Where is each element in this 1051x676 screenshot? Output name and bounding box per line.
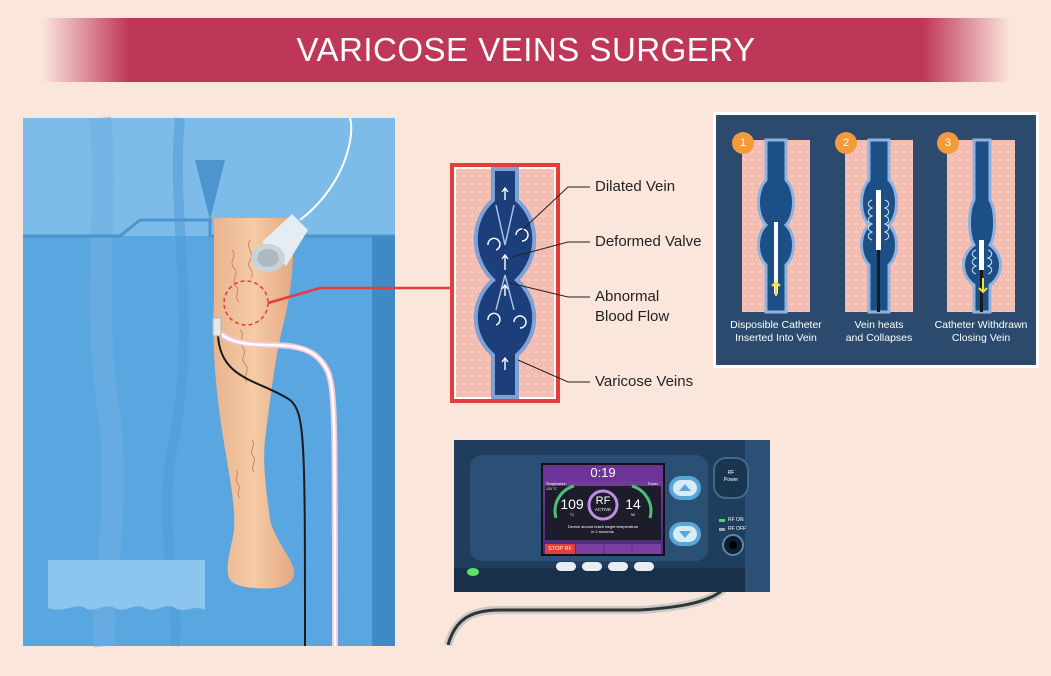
step-2-caption: Vein heats and Collapses [845,319,913,344]
leg [213,218,295,589]
power-label: Power [648,482,658,486]
rf-on-label: RF ON [728,517,744,523]
step-2-badge: 2 [835,132,857,154]
title-banner: VARICOSE VEINS SURGERY [42,18,1010,82]
temperature-unit: °C [569,512,575,517]
device-timer: 0:19 [590,465,616,480]
vein-zoom [450,163,590,403]
procedure-panel [713,112,1039,368]
device-message-1: Device should reach target temperature [567,524,639,529]
rf-power-label-1: RF [727,470,735,476]
step-3-badge: 3 [937,132,959,154]
label-dilated-vein: Dilated Vein [595,178,676,195]
ultrasound-probe [251,214,308,272]
rf-status: ACTIVE [594,507,612,512]
label-abnormal-flow-1: Abnormal [595,288,660,305]
page-title: VARICOSE VEINS SURGERY [296,31,756,68]
rf-power-label-2: Power [723,477,739,483]
arrow-down-icon [679,531,691,538]
device-message-2: in 2 seconds. [591,529,615,534]
dilated-vein-shape [473,167,537,399]
step-3-caption: Catheter Withdrawn Closing Vein [934,319,1028,344]
step-1-badge: 1 [732,132,754,154]
temperature-value: 109 [560,496,584,512]
power-unit: W [631,512,635,517]
step-1-caption: Disposible Catheter Inserted Into Vein [730,319,822,344]
label-varicose-veins: Varicose Veins [595,373,694,390]
temperature-label: Temperature [546,482,566,486]
arrow-up-icon [679,484,691,491]
rf-generator [444,440,770,647]
label-deformed-valve: Deformed Valve [595,233,702,250]
stop-rf-button[interactable]: STOP RF [548,546,572,552]
label-abnormal-flow-2: Blood Flow [595,308,670,325]
rf-off-label: RF OFF [728,526,747,532]
leg-scene [23,116,455,648]
temperature-set: 120 °C [546,487,557,491]
power-value: 14 [625,496,641,512]
rf-label: RF [595,495,611,507]
